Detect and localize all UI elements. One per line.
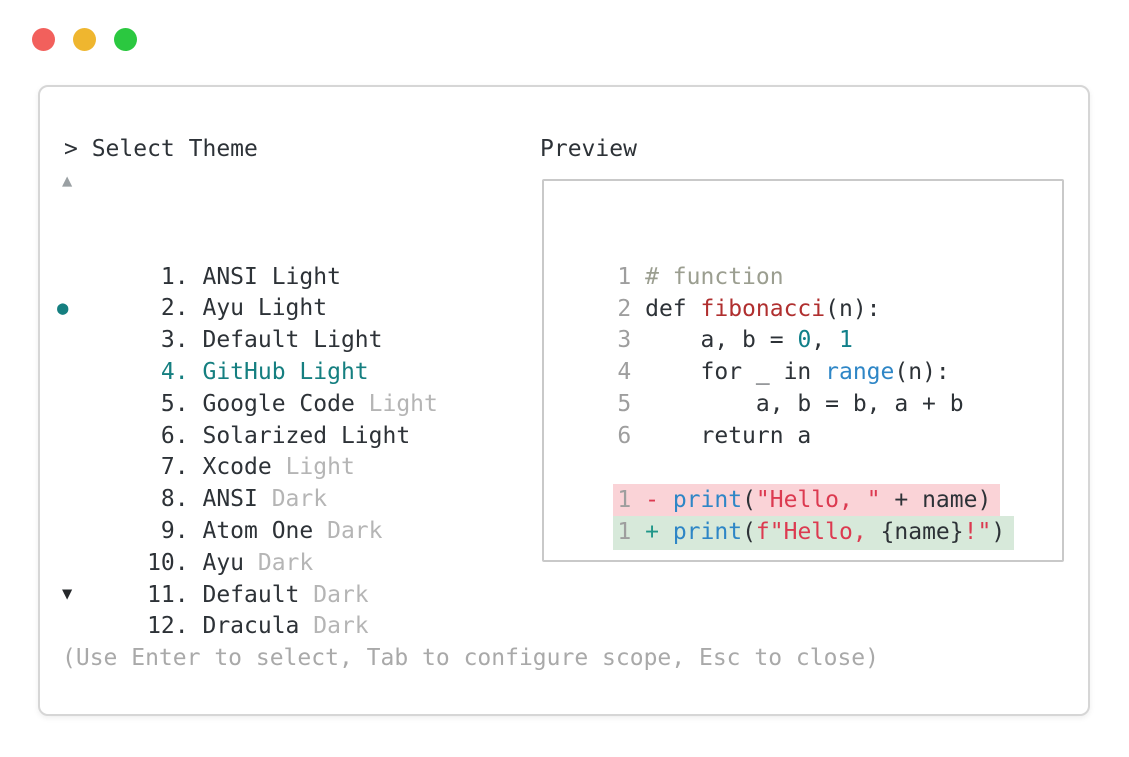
theme-name: Xcode — [202, 454, 272, 481]
theme-number: 5. — [147, 390, 203, 417]
theme-number: 11. — [147, 581, 203, 608]
theme-list-item[interactable]: ● 8. ANSI Dark — [64, 421, 438, 512]
theme-list-item[interactable]: ● 2. Ayu Light — [64, 230, 438, 321]
select-theme-prompt: > Select Theme — [64, 136, 258, 162]
code-line: 1 + print(f"Hello, {name}!") — [562, 484, 1015, 550]
theme-name: Default — [202, 581, 300, 608]
theme-name: ANSI Light — [202, 263, 341, 290]
line-number: 1 — [617, 487, 632, 514]
theme-number: 2. — [147, 295, 203, 322]
theme-list: ● 1. ANSI Light ● 2. Ayu Light ● 3. Defa… — [57, 198, 438, 640]
theme-name: Solarized Light — [202, 422, 411, 449]
code-line: 3 a, b = 0, 1 — [617, 327, 853, 354]
theme-number: 8. — [147, 486, 203, 513]
theme-list-item[interactable]: ● 7. Xcode Light — [64, 389, 438, 480]
theme-number: 4. — [147, 358, 203, 385]
theme-list-item[interactable]: ● 3. Default Light — [64, 262, 438, 353]
code-line: 1 # function — [617, 263, 784, 290]
theme-name: Google Code — [202, 390, 355, 417]
line-number: 1 — [617, 519, 632, 546]
theme-name-variant: Dark — [257, 486, 328, 513]
theme-selector-dialog: > Select Theme Preview ▲ ● 1. ANSI Light… — [38, 85, 1090, 716]
preview-label: Preview — [540, 136, 637, 162]
line-number: 4 — [617, 359, 632, 386]
code-line: 5 a, b = b, a + b — [617, 390, 964, 417]
theme-list-item[interactable]: ● 5. Google Code Light — [64, 325, 438, 417]
theme-name-variant: Light — [354, 390, 438, 417]
scroll-down-icon: ▼ — [62, 584, 73, 604]
theme-list-item[interactable]: ● 10. Ayu Dark — [64, 484, 438, 576]
theme-number: 3. — [147, 327, 203, 354]
line-number: 1 — [617, 263, 632, 290]
theme-name: ANSI — [202, 486, 258, 513]
code-line: 2 def fibonacci(n): — [617, 295, 881, 322]
theme-list-item[interactable]: ● 6. Solarized Light — [64, 357, 438, 449]
theme-list-item[interactable]: ● 11. Default Dark — [64, 516, 438, 608]
code-line: 6 return a — [617, 422, 812, 449]
theme-list-item[interactable]: ● 4. GitHub Light — [57, 293, 438, 385]
scroll-up-icon: ▲ — [62, 171, 73, 191]
minimize-window-icon[interactable] — [73, 28, 96, 51]
close-window-icon[interactable] — [32, 28, 55, 51]
theme-list-item[interactable]: ● 12. Dracula Dark — [64, 548, 438, 639]
theme-number: 7. — [147, 454, 203, 481]
theme-name: Ayu Light — [202, 295, 328, 322]
theme-name: Ayu — [202, 549, 245, 576]
theme-name-variant: Light — [271, 454, 355, 481]
theme-name-variant: Dark — [299, 581, 369, 608]
theme-number: 1. — [147, 263, 203, 290]
code-preview: 1 # function 2 def fibonacci(n): 3 a, b … — [562, 230, 1015, 550]
theme-number: 6. — [147, 422, 203, 449]
selected-bullet-icon: ● — [57, 297, 69, 320]
line-number: 6 — [617, 422, 632, 449]
preview-pane: 1 # function 2 def fibonacci(n): 3 a, b … — [542, 179, 1064, 562]
theme-list-item[interactable]: ● 9. Atom One Dark — [64, 452, 438, 544]
code-line: 1 - print("Hello, " + name) — [562, 453, 1014, 519]
theme-number: 12. — [147, 613, 203, 640]
theme-name-variant: Dark — [313, 517, 383, 544]
maximize-window-icon[interactable] — [114, 28, 137, 51]
theme-list-item[interactable]: ● 1. ANSI Light — [64, 198, 438, 290]
theme-name: Atom One — [202, 517, 314, 544]
theme-name-variant: Dark — [244, 549, 314, 576]
theme-name-variant: Dark — [299, 613, 369, 640]
line-number: 2 — [617, 295, 632, 322]
keyboard-help-text: (Use Enter to select, Tab to configure s… — [62, 645, 879, 671]
theme-number: 9. — [147, 517, 203, 544]
theme-number: 10. — [147, 549, 203, 576]
line-number: 5 — [617, 390, 632, 417]
theme-name: Dracula — [202, 613, 300, 640]
window-traffic-lights — [32, 28, 137, 51]
line-number: 3 — [617, 327, 632, 354]
theme-name: GitHub Light — [202, 358, 369, 385]
theme-name: Default Light — [202, 327, 383, 354]
code-line: 4 for _ in range(n): — [617, 359, 950, 386]
